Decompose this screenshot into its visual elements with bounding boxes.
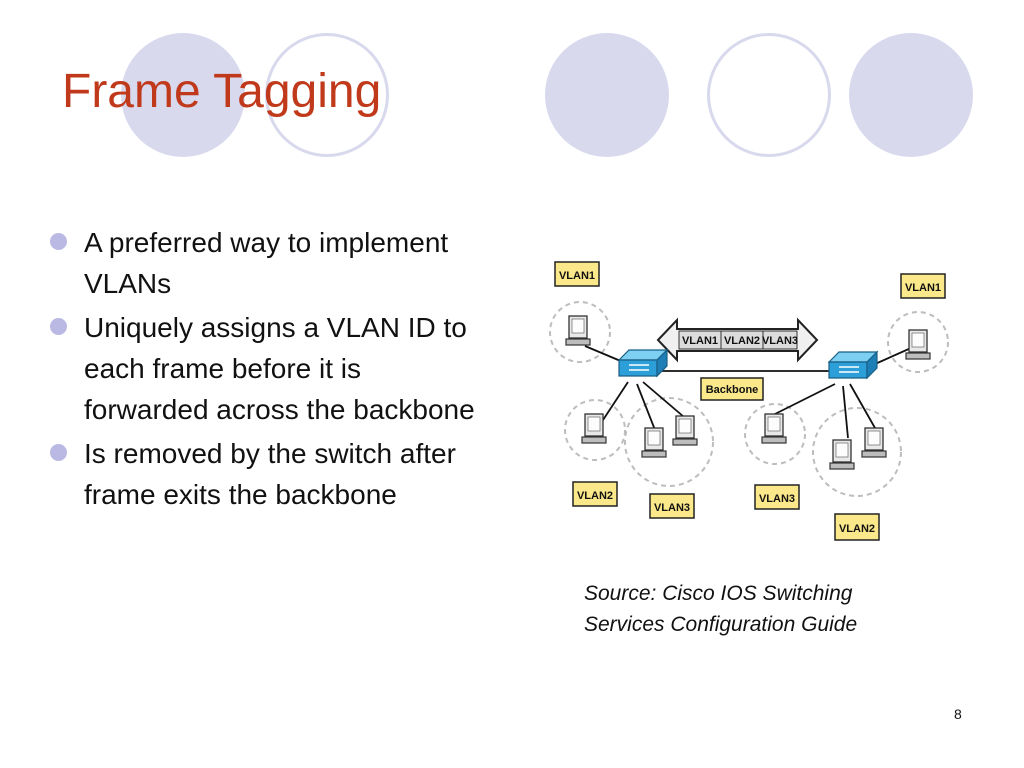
host-group-left-bottom bbox=[564, 399, 626, 461]
vlan-tag-label: VLAN1 bbox=[905, 282, 941, 294]
vlan-tag: VLAN3 bbox=[649, 493, 695, 519]
vlan-tag-label: VLAN3 bbox=[654, 502, 690, 514]
vlan-tag: VLAN1 bbox=[554, 261, 600, 287]
vlan-tag: VLAN1 bbox=[900, 273, 946, 299]
bullet-item: A preferred way to implement VLANs bbox=[50, 222, 490, 304]
switch-icon bbox=[827, 350, 879, 380]
pc-icon bbox=[829, 439, 855, 470]
vlan-tag-label: VLAN2 bbox=[577, 490, 613, 502]
vlan-tag-label: VLAN3 bbox=[759, 493, 795, 505]
backbone-label: Backbone bbox=[706, 384, 759, 396]
bullet-text: Uniquely assigns a VLAN ID to each frame… bbox=[84, 312, 475, 425]
host-group-center-right bbox=[744, 403, 806, 465]
bullet-icon bbox=[50, 233, 67, 250]
host-groups bbox=[549, 301, 949, 497]
decor-circle-5 bbox=[849, 33, 973, 157]
bullet-icon bbox=[50, 444, 67, 461]
bullet-icon bbox=[50, 318, 67, 335]
pc-icon bbox=[905, 329, 931, 360]
trunk-arrow: VLAN1 VLAN2 VLAN3 bbox=[656, 317, 819, 363]
switch-icon bbox=[617, 348, 669, 378]
bullet-text: A preferred way to implement VLANs bbox=[84, 227, 449, 299]
trunk-label: VLAN3 bbox=[762, 335, 798, 347]
pc-icon bbox=[761, 413, 787, 444]
vlan-tag: VLAN2 bbox=[572, 481, 618, 507]
bullet-item: Uniquely assigns a VLAN ID to each frame… bbox=[50, 307, 490, 430]
source-line: Source: Cisco IOS Switching bbox=[584, 582, 853, 605]
pc-icon bbox=[565, 315, 591, 346]
page-number: 8 bbox=[954, 706, 962, 722]
decor-ring-2 bbox=[265, 33, 389, 157]
links bbox=[584, 345, 912, 439]
bullet-list: A preferred way to implement VLANs Uniqu… bbox=[50, 222, 490, 518]
vlan-tag: VLAN2 bbox=[834, 513, 880, 541]
decor-circle-3 bbox=[545, 33, 669, 157]
pc-icon bbox=[861, 427, 887, 458]
trunk-label: VLAN1 bbox=[682, 335, 718, 347]
pc-icon bbox=[581, 413, 607, 444]
decor-circle-1 bbox=[121, 33, 245, 157]
host-group-right-bottom bbox=[812, 407, 902, 497]
vlan-tag-label: VLAN2 bbox=[839, 523, 875, 535]
vlan-tag-label: VLAN1 bbox=[559, 270, 595, 282]
vlan-network-diagram: VLAN1 VLAN2 VLAN3 Backbone VLAN1 VLAN1 V… bbox=[549, 261, 949, 541]
trunk-label: VLAN2 bbox=[724, 335, 760, 347]
host-group-center-left bbox=[624, 397, 714, 487]
host-group-right-top bbox=[887, 311, 949, 373]
source-caption: Source: Cisco IOS Switching Services Con… bbox=[584, 578, 857, 640]
backbone-tag: Backbone bbox=[700, 377, 764, 401]
source-line: Services Configuration Guide bbox=[584, 613, 858, 636]
slide-title: Frame Tagging bbox=[62, 65, 382, 118]
vlan-tag: VLAN3 bbox=[754, 484, 800, 510]
pc-icon bbox=[672, 415, 698, 446]
pc-icon bbox=[641, 427, 667, 458]
decor-ring-4 bbox=[707, 33, 831, 157]
bullet-text: Is removed by the switch after frame exi… bbox=[84, 438, 456, 510]
host-group-left-top bbox=[549, 301, 611, 363]
bullet-item: Is removed by the switch after frame exi… bbox=[50, 433, 490, 515]
